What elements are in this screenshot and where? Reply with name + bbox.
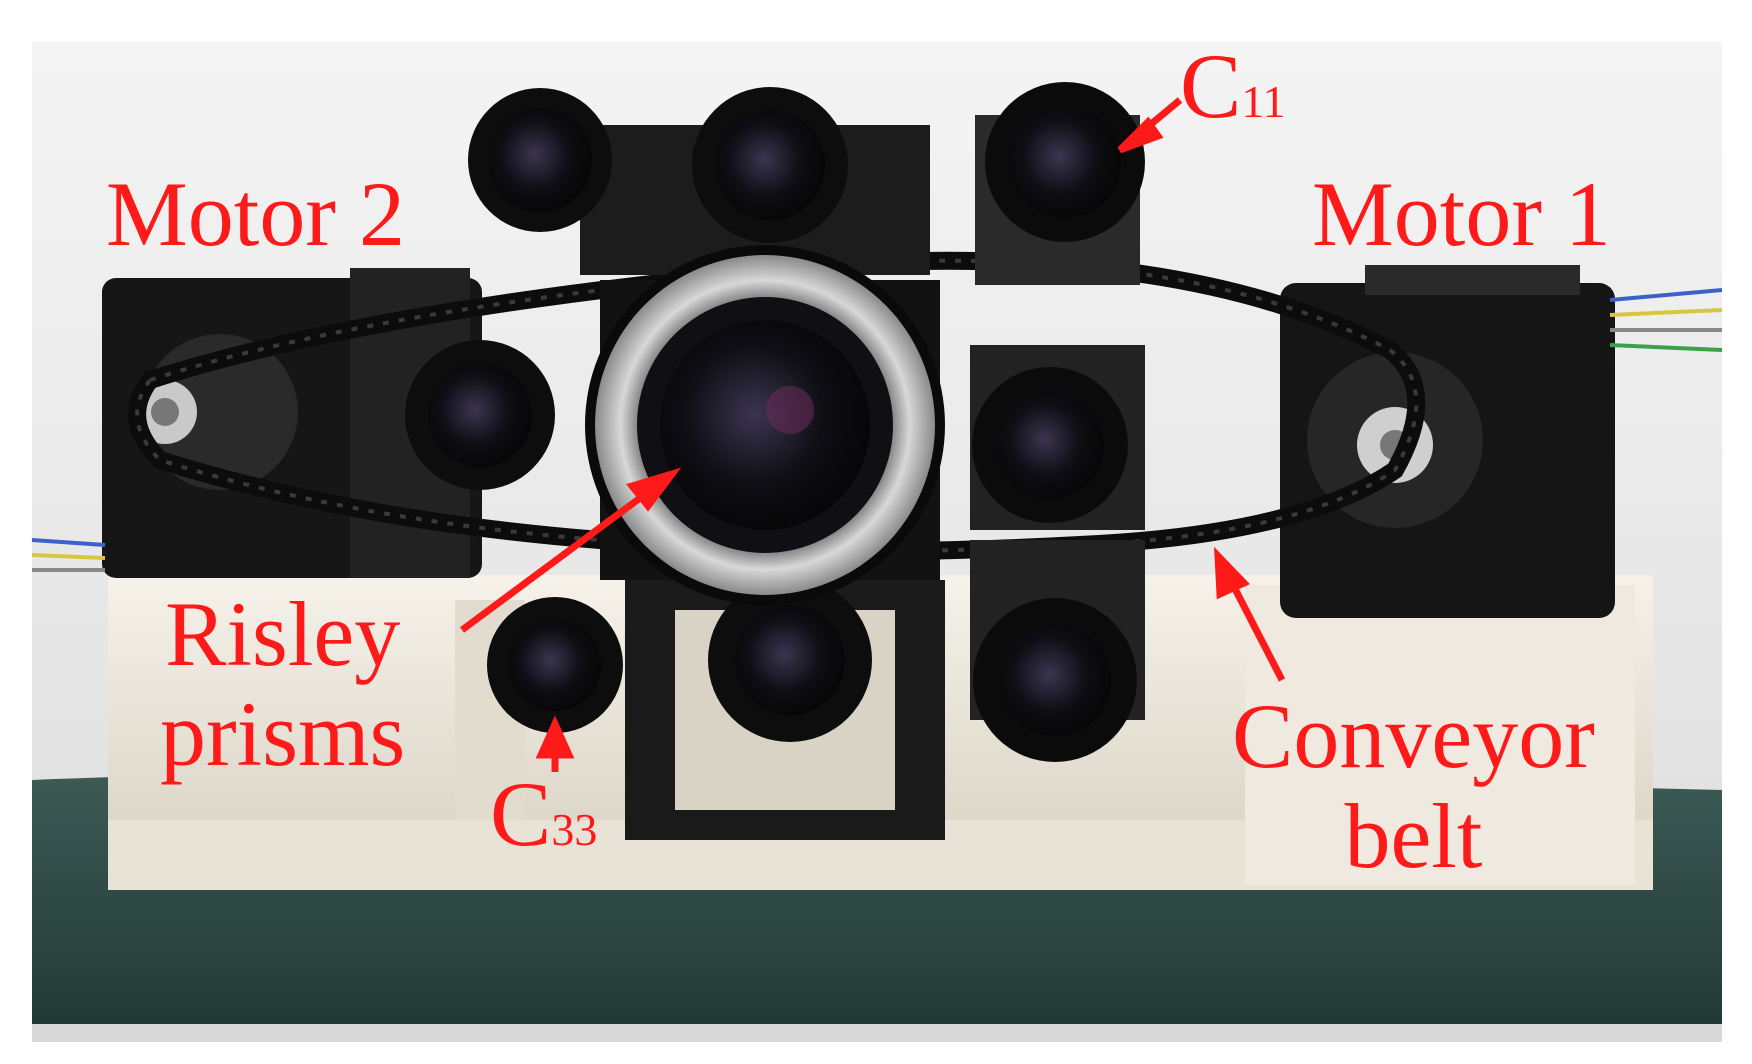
risley-prisms-label: Risley prisms xyxy=(160,588,405,780)
c33-letter: C xyxy=(490,763,552,865)
c33-label: C33 xyxy=(490,768,597,860)
c11-subscript: 11 xyxy=(1241,76,1286,127)
motor-1-label: Motor 1 xyxy=(1312,163,1611,265)
c11-label: C11 xyxy=(1180,40,1286,132)
conveyor-belt-line-2: belt xyxy=(1344,785,1483,887)
risley-prisms-line-1: Risley xyxy=(165,583,401,685)
risley-prisms-line-2: prisms xyxy=(160,683,406,785)
c11-letter: C xyxy=(1180,35,1242,137)
conveyor-belt-line-1: Conveyor xyxy=(1232,685,1595,787)
conveyor-belt-label: Conveyor belt xyxy=(1232,690,1595,882)
motor-2-label: Motor 2 xyxy=(106,163,405,265)
c33-subscript: 33 xyxy=(551,804,598,855)
